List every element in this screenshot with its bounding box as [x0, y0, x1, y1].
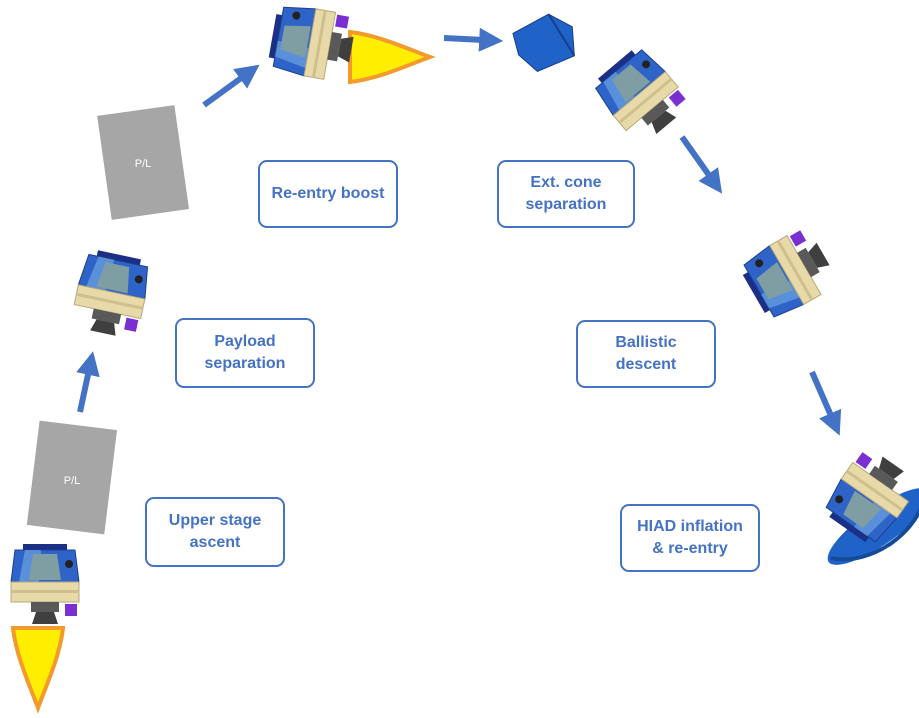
vehicle-icon: [588, 42, 693, 149]
phase-box-payload-separation: Payload separation: [175, 318, 315, 388]
vehicle-icon: [266, 1, 358, 84]
arrow-icon: [202, 64, 260, 108]
vehicle-icon: [69, 247, 154, 341]
flame-icon: [348, 30, 432, 84]
payload-block-icon: P/L: [26, 420, 118, 535]
payload-label: P/L: [135, 158, 152, 170]
vehicle-icon: [736, 224, 841, 324]
phase-box-ext-cone-separation: Ext. cone separation: [497, 160, 635, 228]
payload-block-icon: P/L: [97, 105, 189, 220]
flame-icon: [11, 626, 65, 710]
arrow-icon: [679, 135, 723, 194]
phase-box-hiad-inflation-re-entry: HIAD inflation & re-entry: [620, 504, 760, 572]
phase-box-ballistic-descent: Ballistic descent: [576, 320, 716, 388]
phase-box-re-entry-boost: Re-entry boost: [258, 160, 398, 228]
arrow-icon: [443, 27, 504, 52]
payload-label: P/L: [64, 475, 81, 487]
phase-box-upper-stage-ascent: Upper stage ascent: [145, 497, 285, 567]
vehicle-icon: [10, 543, 80, 625]
arrow-icon: [809, 370, 842, 436]
arrow-icon: [76, 351, 100, 413]
extension-cone-icon: [512, 13, 576, 72]
